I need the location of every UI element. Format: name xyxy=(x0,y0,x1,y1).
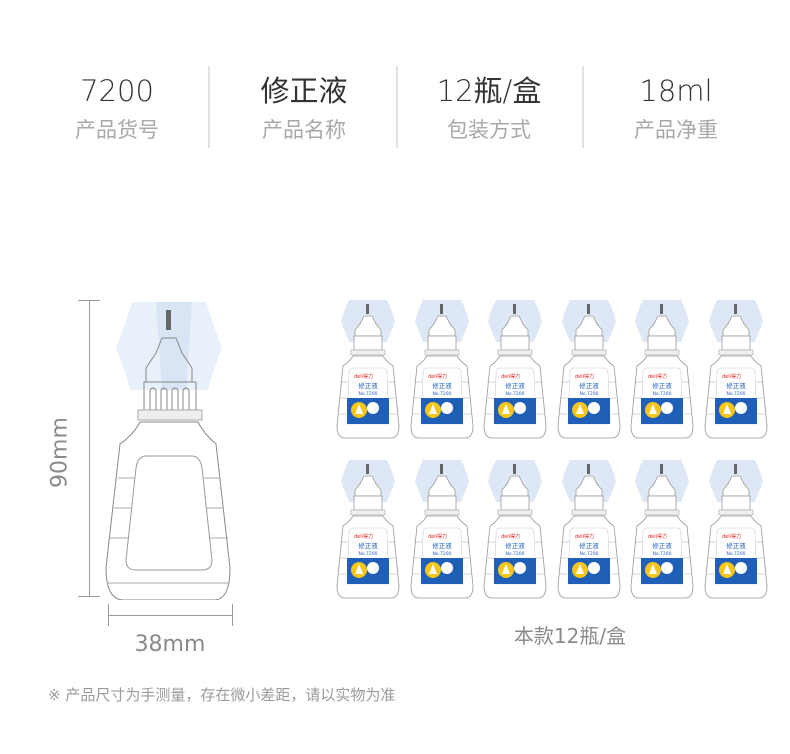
svg-text:No.7200: No.7200 xyxy=(653,551,672,557)
product-bottle: deli得力 修正液 No.7200 xyxy=(409,298,475,440)
svg-text:修正液: 修正液 xyxy=(579,541,599,550)
svg-text:No.7200: No.7200 xyxy=(726,391,745,397)
width-label: 38mm xyxy=(134,632,206,657)
svg-text:deli得力: deli得力 xyxy=(501,373,520,380)
product-bottle: deli得力 修正液 No.7200 xyxy=(335,298,401,440)
pack-caption: 本款12瓶/盒 xyxy=(513,624,627,648)
svg-text:修正液: 修正液 xyxy=(358,381,378,390)
divider xyxy=(208,66,210,148)
height-dimension-tick xyxy=(78,596,100,597)
svg-text:修正液: 修正液 xyxy=(432,541,452,550)
measurement-note: ※ 产品尺寸为手测量，存在微小差距，请以实物为准 xyxy=(48,686,396,704)
svg-text:No.7200: No.7200 xyxy=(359,391,378,397)
svg-text:No.7200: No.7200 xyxy=(579,551,598,557)
spec-value: 18ml xyxy=(639,74,713,108)
svg-text:deli得力: deli得力 xyxy=(354,373,373,380)
svg-text:No.7200: No.7200 xyxy=(506,391,525,397)
product-bottle: deli得力 修正液 No.7200 xyxy=(335,458,401,600)
height-label: 90mm xyxy=(47,417,73,488)
svg-text:No.7200: No.7200 xyxy=(432,551,451,557)
svg-text:修正液: 修正液 xyxy=(432,381,452,390)
svg-text:No.7200: No.7200 xyxy=(359,551,378,557)
svg-text:修正液: 修正液 xyxy=(505,381,525,390)
product-bottle: deli得力 修正液 No.7200 xyxy=(482,298,548,440)
spec-label: 产品名称 xyxy=(262,118,346,142)
divider xyxy=(396,66,398,148)
svg-text:No.7200: No.7200 xyxy=(579,391,598,397)
svg-text:修正液: 修正液 xyxy=(726,381,746,390)
svg-text:修正液: 修正液 xyxy=(652,541,672,550)
spec-label: 包装方式 xyxy=(447,118,531,142)
spec-item-packaging: 12瓶/盒 包装方式 xyxy=(396,68,582,146)
svg-text:修正液: 修正液 xyxy=(358,541,378,550)
svg-text:No.7200: No.7200 xyxy=(653,391,672,397)
svg-text:deli得力: deli得力 xyxy=(722,373,741,380)
spec-value: 修正液 xyxy=(260,74,348,108)
product-bottle: deli得力 修正液 No.7200 xyxy=(703,458,769,600)
product-bottle: deli得力 修正液 No.7200 xyxy=(556,458,622,600)
svg-text:修正液: 修正液 xyxy=(505,541,525,550)
product-bottle: deli得力 修正液 No.7200 xyxy=(556,298,622,440)
svg-text:deli得力: deli得力 xyxy=(428,533,447,540)
svg-text:deli得力: deli得力 xyxy=(575,373,594,380)
svg-text:deli得力: deli得力 xyxy=(575,533,594,540)
svg-text:修正液: 修正液 xyxy=(579,381,599,390)
svg-text:No.7200: No.7200 xyxy=(432,391,451,397)
product-bottle: deli得力 修正液 No.7200 xyxy=(482,458,548,600)
pack-grid: deli得力 修正液 No.7200 deli得力 修正液 No.7200 de… xyxy=(335,298,775,600)
svg-text:修正液: 修正液 xyxy=(652,381,672,390)
spec-value: 7200 xyxy=(80,74,154,108)
width-dimension-line xyxy=(108,615,232,616)
divider xyxy=(582,66,584,148)
svg-text:deli得力: deli得力 xyxy=(648,373,667,380)
product-bottle: deli得力 修正液 No.7200 xyxy=(703,298,769,440)
svg-text:deli得力: deli得力 xyxy=(648,533,667,540)
spec-item-code: 7200 产品货号 xyxy=(24,68,210,146)
product-bottle: deli得力 修正液 No.7200 xyxy=(409,458,475,600)
svg-text:deli得力: deli得力 xyxy=(428,373,447,380)
svg-text:No.7200: No.7200 xyxy=(506,551,525,557)
svg-text:No.7200: No.7200 xyxy=(726,551,745,557)
svg-text:deli得力: deli得力 xyxy=(354,533,373,540)
product-bottle: deli得力 修正液 No.7200 xyxy=(629,458,695,600)
height-dimension-line xyxy=(89,300,90,596)
product-bottle: deli得力 修正液 No.7200 xyxy=(629,298,695,440)
svg-text:deli得力: deli得力 xyxy=(722,533,741,540)
spec-label: 产品净重 xyxy=(634,118,718,142)
width-dimension-tick xyxy=(232,604,233,626)
spec-item-weight: 18ml 产品净重 xyxy=(583,68,769,146)
bottle-outline-illustration xyxy=(105,302,231,600)
spec-value: 12瓶/盒 xyxy=(436,74,542,108)
spec-label: 产品货号 xyxy=(75,118,159,142)
spec-item-name: 修正液 产品名称 xyxy=(211,68,397,146)
svg-text:修正液: 修正液 xyxy=(726,541,746,550)
width-dimension-tick xyxy=(108,604,109,626)
height-dimension-tick xyxy=(78,300,100,301)
svg-text:deli得力: deli得力 xyxy=(501,533,520,540)
